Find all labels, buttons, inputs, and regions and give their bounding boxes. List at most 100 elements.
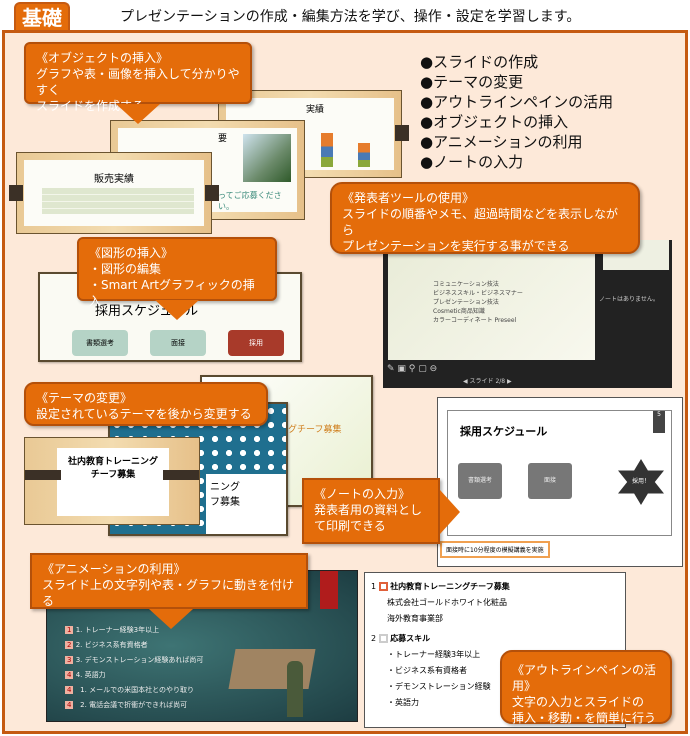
section-tab: 基礎 — [14, 2, 70, 32]
topic-item: ●スライドの作成 — [420, 53, 539, 71]
notes-slide-title: 採用スケジュール — [460, 425, 548, 438]
presenter-tools[interactable]: ✎ ▣ ⚲ ▢ ⊖ — [387, 364, 438, 374]
presenter-notes: ノートはありません。 — [599, 296, 659, 303]
topic-item: ●ノートの入力 — [420, 153, 524, 171]
step-shape: 面接 — [528, 463, 572, 499]
teal-title-line: ニング — [210, 482, 240, 493]
image-slide-title: 要 — [218, 134, 228, 144]
topic-item: ●テーマの変更 — [420, 73, 524, 91]
callout-title: 《図形の挿入》 — [89, 246, 174, 260]
anim-num: 2. — [80, 701, 87, 709]
anim-item: 4 4. 英語力 — [65, 671, 106, 679]
animation-list: 1 1. トレーナー経験3年以上 2 2. ビジネス系有資格者 3 3. デモン… — [65, 623, 203, 713]
callout-line: 設定されているテーマを後から変更する — [36, 407, 252, 421]
callout-line: ・Smart Artグラフィックの挿入 — [89, 278, 255, 308]
callout-title: 《アウトラインペインの活用》 — [512, 663, 657, 693]
step-shape: 書類選考 — [72, 330, 128, 356]
callout-line: 文字の入力とスライドの — [512, 695, 645, 709]
theme-slide-title: グチーフ募集 — [288, 425, 342, 435]
callout-line: 挿入・移動・を簡単に行う — [512, 711, 657, 725]
outline-line: 株式会社ゴールドホワイト化粧品 — [387, 598, 507, 607]
topic-item: ●オブジェクトの挿入 — [420, 113, 569, 131]
intro-text: プレゼンテーションの作成・編集方法を学び、操作・設定を学習します。 — [120, 9, 581, 25]
sales-slide: 販売実績 — [9, 152, 219, 234]
anim-num: 4. — [75, 671, 83, 679]
callout-title: 《ノートの入力》 — [314, 487, 411, 501]
teal-slide-title: ニングフ募集 — [206, 474, 286, 534]
chart-slide-title: 実績 — [306, 105, 325, 115]
presenter-item: Cosmetic商品知識 — [433, 308, 485, 315]
slide-counter-text: スライド 2/8 — [469, 378, 506, 385]
anim-item: 3 3. デモンストレーション経験あれば尚可 — [65, 656, 204, 664]
notes-slide: 採用スケジュール 5 書類選考 面接 採用！ — [447, 410, 672, 536]
presenter-item: コミュニケーション技法 — [433, 281, 499, 288]
callout-animation: 《アニメーションの利用》 スライド上の文字列や表・グラフに動きを付ける — [30, 553, 308, 609]
title-line: 社内教育トレーニング — [67, 457, 158, 467]
notes-page: 採用スケジュール 5 書類選考 面接 採用！ 面接時に10分程度の模擬講義を実施 — [437, 397, 683, 567]
callout-line: スライドの順番やメモ、超過時間などを表示しながら — [342, 207, 619, 237]
teal-title-line: フ募集 — [210, 497, 240, 508]
anim-item: 4 1. メールでの米国本社とのやり取り — [65, 686, 195, 694]
slide-num: 1 — [371, 582, 377, 591]
anim-text: デモンストレーション経験あれば尚可 — [84, 656, 204, 664]
callout-title: 《テーマの変更》 — [36, 391, 133, 405]
callout-title: 《発表者ツールの使用》 — [342, 191, 475, 205]
building-photo — [243, 134, 291, 182]
outline-line: ・英語力 — [387, 698, 419, 707]
presenter-item: プレゼンテーション技法 — [433, 299, 499, 306]
slide-num: 2 — [371, 634, 377, 643]
topic-item: ●アニメーションの利用 — [420, 133, 583, 151]
slide-title: 社内教育トレーニングチーフ募集 — [390, 582, 510, 591]
star-shape: 採用！ — [618, 459, 664, 505]
image-slide-text: ってご応募ください。 — [218, 191, 282, 211]
step-shape: 採用 — [228, 330, 284, 356]
presenter-item: カラーコーディネート Preseel — [433, 317, 517, 324]
slide-title: 応募スキル — [390, 634, 431, 643]
sales-slide-title: 販売実績 — [94, 174, 134, 185]
page-number: 5 — [653, 411, 665, 433]
person-figure — [287, 661, 303, 717]
outline-slide-2[interactable]: 2 応募スキル — [371, 631, 619, 647]
anim-text: 英語力 — [84, 671, 106, 679]
outline-slide-1[interactable]: 1 社内教育トレーニングチーフ募集 — [371, 579, 619, 595]
anim-num: 3. — [75, 656, 83, 664]
anim-num: 1. — [75, 626, 83, 634]
callout-shapes: 《図形の挿入》 ・図形の編集 ・Smart Artグラフィックの挿入 — [77, 237, 277, 308]
presenter-item: ビジネススキル・ビジネスマナー — [433, 290, 523, 297]
step-shape: 面接 — [150, 330, 206, 356]
callout-line: て印刷できる — [314, 519, 386, 533]
outline-line: 海外教育事業部 — [387, 614, 443, 623]
anim-num: 1. — [80, 686, 87, 694]
anim-item: 2 2. ビジネス系有資格者 — [65, 641, 148, 649]
callout-line: スライド上の文字列や表・グラフに動きを付ける — [42, 578, 295, 608]
chart-bar — [358, 143, 370, 167]
anim-num: 2. — [75, 641, 83, 649]
callout-line: ・図形の編集 — [89, 262, 162, 276]
anim-item: 4 2. 電話会議で折衝ができれば尚可 — [65, 701, 188, 709]
arrow-down-icon — [155, 300, 199, 320]
sales-table — [42, 188, 194, 214]
arrow-down-icon — [116, 104, 160, 124]
arrow-right-icon — [440, 490, 460, 534]
callout-notes: 《ノートの入力》 発表者用の資料とし て印刷できる — [302, 478, 440, 544]
callout-line: プレゼンテーションを実行する事ができる — [342, 239, 570, 253]
title-line: チーフ募集 — [90, 470, 136, 480]
anim-text: ビジネス系有資格者 — [84, 641, 148, 649]
slide-counter[interactable]: ◀ スライド 2/8 ▶ — [463, 378, 512, 385]
topic-list: ●スライドの作成 ●テーマの変更 ●アウトラインペインの活用 ●オブジェクトの挿… — [420, 52, 613, 172]
callout-object-insert: 《オブジェクトの挿入》 グラフや表・画像を挿入して分かりやすく スライドを作成す… — [24, 42, 252, 113]
anim-text: メールでの米国本社とのやり取り — [89, 686, 195, 694]
presenter-current-slide: コミュニケーション技法 ビジネススキル・ビジネスマナー プレゼンテーション技法 … — [388, 250, 595, 360]
notes-text[interactable]: 面接時に10分程度の模擬講義を実施 — [440, 541, 550, 558]
step-shape: 書類選考 — [458, 463, 502, 499]
callout-outline: 《アウトラインペインの活用》 文字の入力とスライドの 挿入・移動・を簡単に行う — [500, 650, 672, 725]
callout-theme: 《テーマの変更》 設定されているテーマを後から変更する — [24, 382, 268, 426]
outline-line: ・ビジネス系有資格者 — [387, 666, 467, 675]
anim-text: トレーナー経験3年以上 — [84, 626, 160, 634]
presenter-view: コミュニケーション技法 ビジネススキル・ビジネスマナー プレゼンテーション技法 … — [383, 240, 672, 388]
anim-text: 電話会議で折衝ができれば尚可 — [89, 701, 188, 709]
callout-title: 《アニメーションの利用》 — [42, 562, 186, 576]
outline-line: ・デモンストレーション経験 — [387, 682, 491, 691]
topic-item: ●アウトラインペインの活用 — [420, 93, 614, 111]
outline-line: ・トレーナー経験3年以上 — [387, 650, 481, 659]
